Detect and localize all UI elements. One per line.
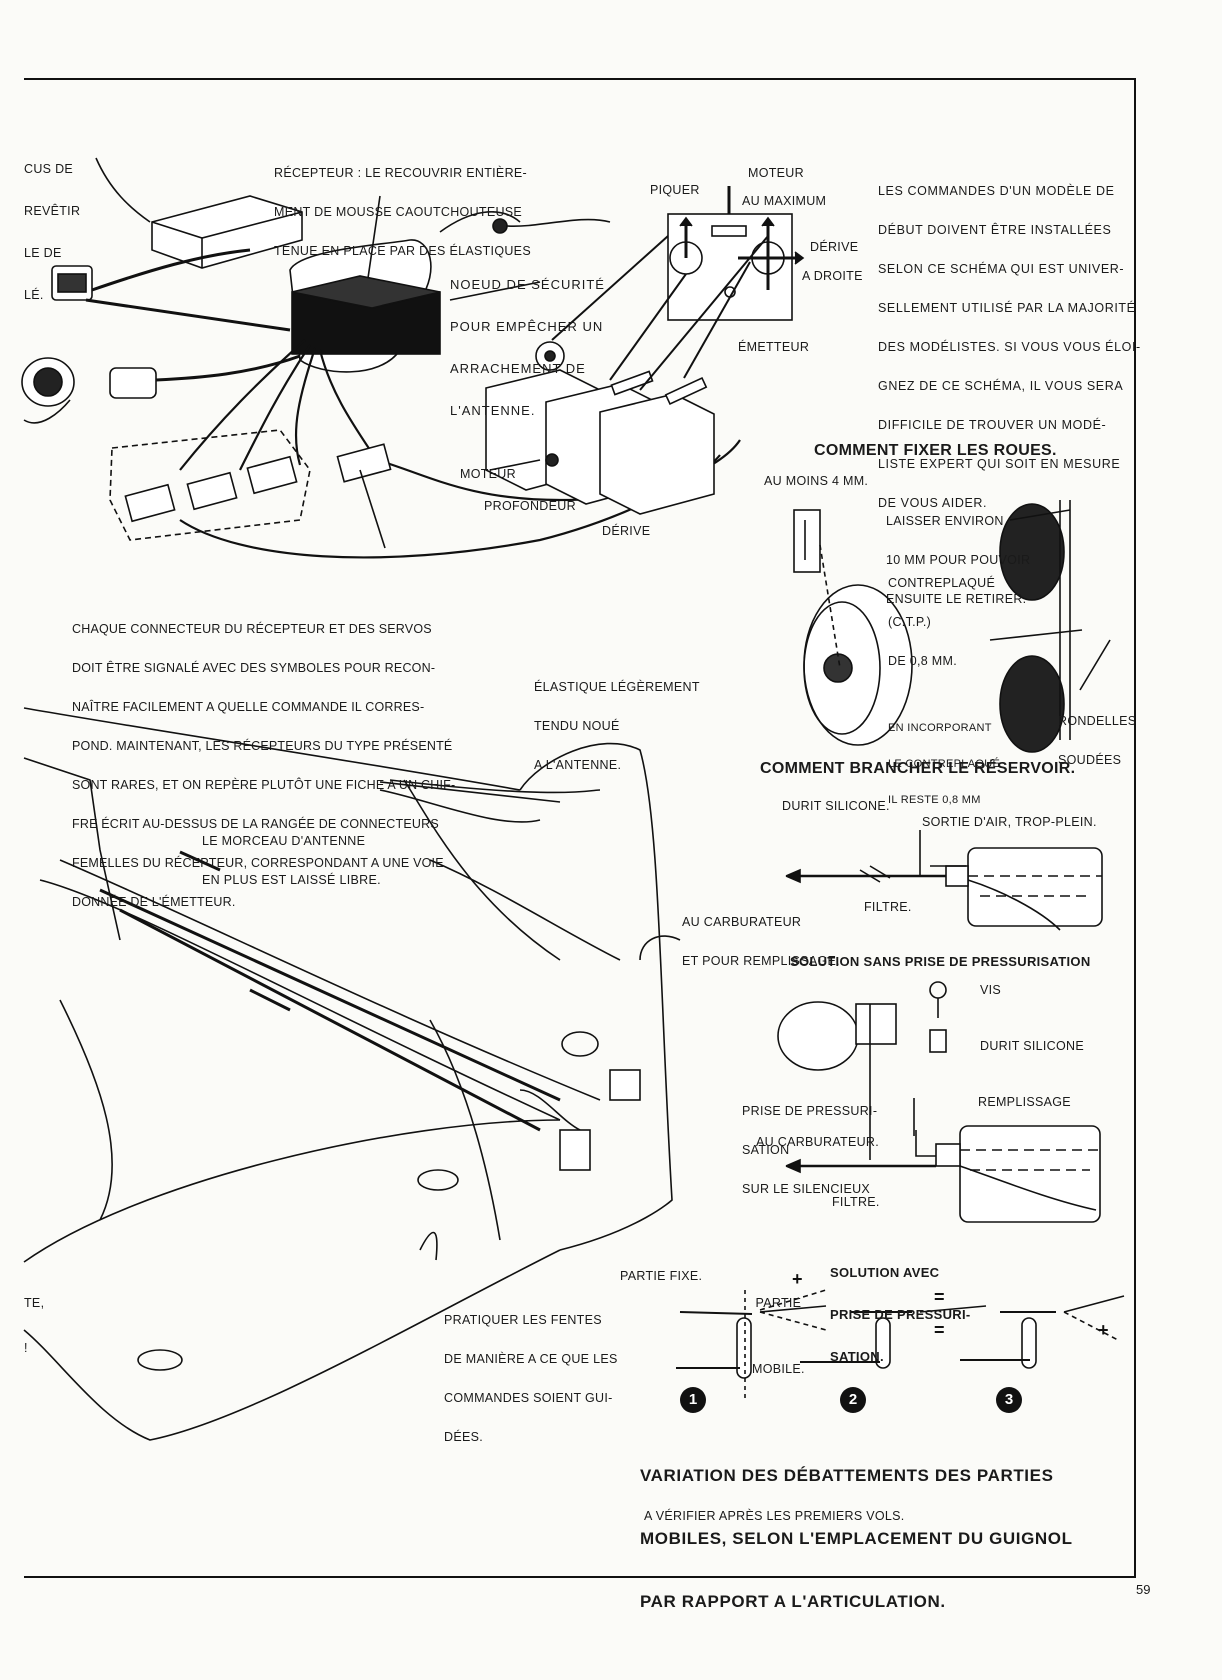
label-au-maximum: AU MAXIMUM bbox=[742, 194, 827, 208]
receptor-note: RÉCEPTEUR : LE RECOUVRIR ENTIÈRE- MENT D… bbox=[274, 166, 531, 258]
wheels-incorporant: EN INCORPORANT LE CONTREPLAQUÉ IL RESTE … bbox=[888, 722, 1001, 806]
tank-remplissage: REMPLISSAGE bbox=[978, 1095, 1071, 1109]
tail-assembly-drawing bbox=[23, 707, 681, 1441]
morceau-note: LE MORCEAU D'ANTENNE EN PLUS EST LAISSÉ … bbox=[202, 834, 381, 887]
hinge-partie-mobile: PARTIE MOBILE. bbox=[752, 1296, 805, 1376]
battery-pack-drawing bbox=[95, 157, 303, 269]
plus-sign-1: + bbox=[792, 1269, 803, 1289]
page-frame-top bbox=[24, 78, 1136, 80]
hinge-solution-avec: SOLUTION AVEC PRISE DE PRESSURI- SATION. bbox=[830, 1265, 971, 1364]
tank-au-carburateur-bottom: AU CARBURATEUR. bbox=[756, 1135, 880, 1149]
wheels-contreplaque: CONTREPLAQUÉ (C.T.P.) DE 0,8 MM. bbox=[888, 576, 996, 668]
left-fragment-text: CUS DE REVÊTIR LE DE LÉ. bbox=[24, 162, 81, 302]
label-derive-top: DÉRIVE bbox=[810, 240, 859, 254]
equals-sign-2: = bbox=[934, 1320, 945, 1340]
wheels-title: COMMENT FIXER LES ROUES. bbox=[814, 442, 1057, 459]
plus-sign-3: + bbox=[1098, 1320, 1109, 1340]
receiver-drawing bbox=[289, 211, 611, 373]
connector-note: CHAQUE CONNECTEUR DU RÉCEPTEUR ET DES SE… bbox=[72, 622, 456, 909]
label-moteur-servo: MOTEUR bbox=[460, 467, 516, 481]
left-fragment-tail: TE, ! bbox=[24, 1296, 45, 1355]
fentes-note: PRATIQUER LES FENTES DE MANIÈRE A CE QUE… bbox=[444, 1313, 618, 1444]
tank-filtre-bottom: FILTRE. bbox=[832, 1195, 880, 1209]
hinge-diagrams bbox=[676, 1289, 1125, 1400]
hinge-check-note: A VÉRIFIER APRÈS LES PREMIERS VOLS. bbox=[644, 1509, 905, 1523]
label-a-droite: A DROITE bbox=[802, 269, 863, 283]
servos-drawing bbox=[485, 341, 715, 515]
wheels-rondelles: RONDELLES SOUDÉES bbox=[1058, 714, 1137, 767]
tank-filtre-top: FILTRE. bbox=[864, 900, 912, 914]
label-profondeur: PROFONDEUR bbox=[484, 499, 576, 513]
commands-note: LES COMMANDES D'UN MODÈLE DE DÉBUT DOIVE… bbox=[878, 184, 1141, 510]
label-moteur-top: MOTEUR bbox=[748, 166, 804, 180]
page-frame-bottom bbox=[24, 1576, 1136, 1578]
safety-knot-note: NOEUD DE SÉCURITÉ POUR EMPÊCHER UN ARRAC… bbox=[450, 277, 605, 418]
wheels-au-moins: AU MOINS 4 MM. bbox=[764, 474, 869, 488]
tank-sortie: SORTIE D'AIR, TROP-PLEIN. bbox=[922, 815, 1097, 829]
tank-solution-sans: SOLUTION SANS PRISE DE PRESSURISATION bbox=[790, 954, 1091, 969]
equals-sign-1: = bbox=[934, 1287, 945, 1307]
hinge-number-3: 3 bbox=[996, 1387, 1022, 1413]
wheels-laisser: LAISSER ENVIRON 10 MM POUR POUVOIR ENSUI… bbox=[886, 514, 1031, 606]
label-piquer: PIQUER bbox=[650, 183, 700, 197]
elastique-note: ÉLASTIQUE LÉGÈREMENT TENDU NOUÉ A L'ANTE… bbox=[534, 680, 700, 772]
transmitter-drawing bbox=[551, 186, 805, 391]
hinge-number-1: 1 bbox=[680, 1387, 706, 1413]
tank-vis: VIS bbox=[980, 983, 1002, 997]
tank-prise: PRISE DE PRESSURI- SATION SUR LE SILENCI… bbox=[742, 1104, 878, 1196]
label-derive-servo: DÉRIVE bbox=[602, 524, 651, 538]
fuel-tank-drawing-1 bbox=[785, 830, 1103, 931]
label-emetteur: ÉMETTEUR bbox=[738, 340, 810, 354]
connectors-drawing bbox=[109, 429, 392, 541]
tank-title: COMMENT BRANCHER LE RÉSERVOIR. bbox=[760, 760, 1076, 777]
hinge-partie-fixe: PARTIE FIXE. bbox=[620, 1269, 703, 1283]
tank-durit-bottom: DURIT SILICONE bbox=[980, 1039, 1084, 1053]
hinge-caption: VARIATION DES DÉBATTEMENTS DES PARTIES M… bbox=[640, 1466, 1073, 1611]
fuel-tank-drawing-2 bbox=[777, 981, 1101, 1223]
page-number: 59 bbox=[1136, 1582, 1151, 1597]
wheel-mount-drawing bbox=[793, 500, 1111, 753]
tank-durit-top: DURIT SILICONE. bbox=[782, 799, 890, 813]
page-frame-right bbox=[1134, 78, 1136, 1576]
tank-carburateur: AU CARBURATEUR ET POUR REMPLISSAGE. bbox=[682, 915, 840, 968]
hinge-number-2: 2 bbox=[840, 1387, 866, 1413]
